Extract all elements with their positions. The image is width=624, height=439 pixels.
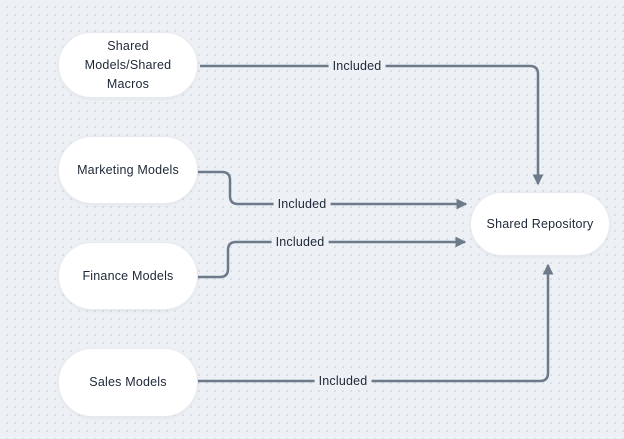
node-shared-models: Shared Models/Shared Macros [58,32,198,98]
node-shared-repository-label: Shared Repository [486,216,594,231]
node-shared-models-label: Shared Models/Shared Macros [84,38,172,91]
node-finance-models-label: Finance Models [82,268,174,283]
edge-finance-to-repository [197,236,467,279]
node-marketing-models: Marketing Models [58,136,198,204]
edge-sales-to-repository [197,263,554,383]
edge-label-sales-included: Included [314,373,372,389]
edge-shared-models-to-repository [200,64,544,186]
edge-label-shared-models-included: Included [328,58,386,74]
node-shared-repository: Shared Repository [470,192,610,256]
node-marketing-models-label: Marketing Models [77,162,179,177]
node-sales-models-label: Sales Models [89,375,167,389]
edge-label-marketing-included: Included [273,196,331,212]
node-finance-models: Finance Models [58,242,198,310]
node-sales-models: Sales Models [58,348,198,417]
edge-marketing-to-repository [197,170,468,210]
edge-label-finance-included: Included [271,234,329,250]
